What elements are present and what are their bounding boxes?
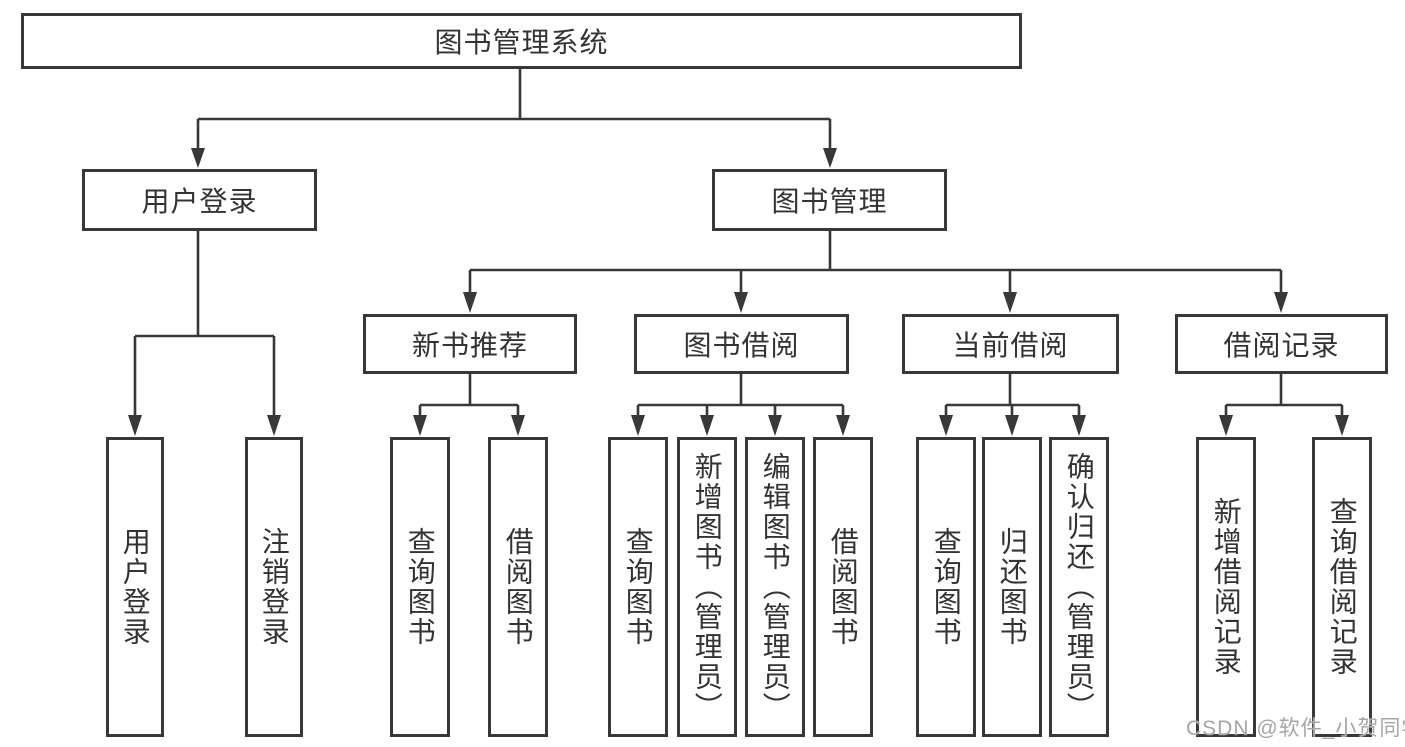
- leaf-label: 查询图书: [930, 527, 962, 647]
- node-label: 用户登录: [141, 186, 258, 217]
- node-book-management: 图书管理: [712, 169, 947, 231]
- leaf-query-borrow-record: 查询借阅记录: [1312, 437, 1372, 737]
- node-label: 图书借阅: [683, 330, 800, 361]
- leaf-user-login: 用户登录: [106, 437, 164, 737]
- leaf-query-books-2: 查询图书: [608, 437, 668, 737]
- leaf-label: 借阅图书: [502, 527, 534, 647]
- leaf-label: 新增借阅记录: [1210, 497, 1242, 677]
- leaf-label: 归还图书: [996, 527, 1028, 647]
- connector-borrow-records-to-leaves: [1219, 374, 1349, 436]
- connector-book-borrow-to-leaves: [631, 374, 850, 436]
- leaf-confirm-return-admin: 确认归还（管理员）: [1049, 437, 1109, 737]
- node-library-management-system: 图书管理系统: [21, 13, 1022, 69]
- connector-root-to-level2: [191, 69, 837, 168]
- leaf-label: 查询图书: [622, 527, 654, 647]
- leaf-label: 注销登录: [258, 527, 290, 647]
- leaf-return-books: 归还图书: [982, 437, 1042, 737]
- node-current-borrow: 当前借阅: [902, 314, 1119, 374]
- node-label: 新书推荐: [411, 330, 528, 361]
- node-label: 图书管理系统: [434, 27, 609, 58]
- leaf-edit-books-admin: 编辑图书（管理员）: [745, 437, 805, 737]
- connector-current-borrow-to-leaves: [939, 374, 1086, 436]
- leaf-query-books-3: 查询图书: [916, 437, 976, 737]
- node-book-borrow: 图书借阅: [634, 314, 849, 374]
- node-new-book-recommend: 新书推荐: [363, 314, 577, 374]
- node-label: 当前借阅: [952, 330, 1069, 361]
- leaf-label: 查询借阅记录: [1326, 497, 1358, 677]
- leaf-label: 借阅图书: [827, 527, 859, 647]
- node-label: 借阅记录: [1223, 330, 1340, 361]
- connector-new-book-recommend-to-leaves: [413, 374, 525, 436]
- leaf-label: 编辑图书（管理员）: [759, 452, 791, 722]
- node-user-login: 用户登录: [82, 169, 317, 231]
- leaf-borrow-books: 借阅图书: [488, 437, 548, 737]
- node-borrow-records: 借阅记录: [1175, 314, 1388, 374]
- leaf-label: 用户登录: [119, 527, 151, 647]
- leaf-add-borrow-record: 新增借阅记录: [1196, 437, 1256, 737]
- leaf-label: 查询图书: [404, 527, 436, 647]
- connector-book-management-to-level3: [463, 231, 1288, 313]
- csdn-watermark: CSDN @软件_小贺同学: [1186, 717, 1405, 740]
- leaf-query-books: 查询图书: [390, 437, 450, 737]
- connector-user-login-to-leaves: [128, 231, 281, 436]
- leaf-label: 确认归还（管理员）: [1063, 452, 1095, 722]
- leaf-add-books-admin: 新增图书（管理员）: [677, 437, 737, 737]
- leaf-label: 新增图书（管理员）: [691, 452, 723, 722]
- leaf-borrow-books-2: 借阅图书: [813, 437, 873, 737]
- node-label: 图书管理: [771, 186, 888, 217]
- leaf-logout-login: 注销登录: [245, 437, 303, 737]
